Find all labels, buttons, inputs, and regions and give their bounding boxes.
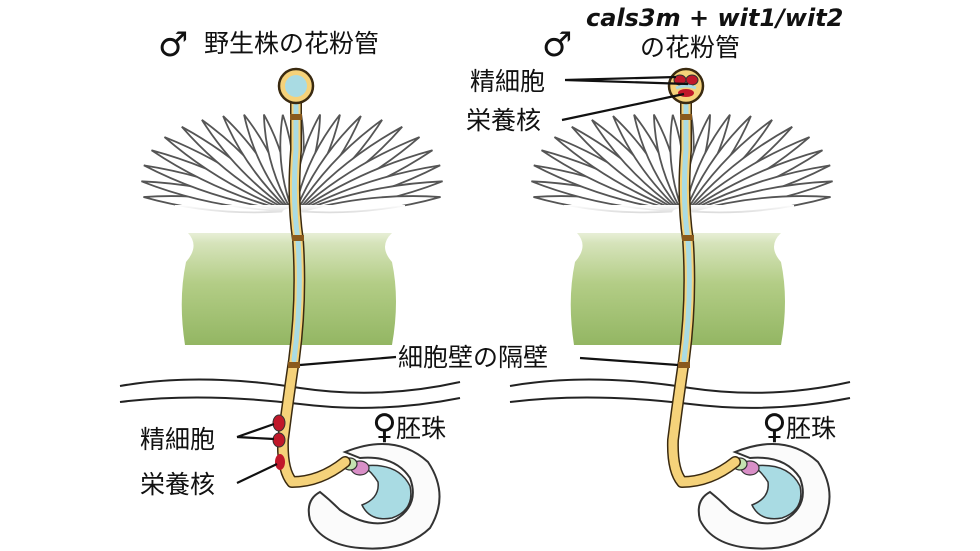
left-pollen-tube [272, 67, 351, 488]
right-vegetative-leader [561, 92, 685, 122]
left-septum [288, 362, 300, 368]
right-ovule [697, 443, 831, 550]
left-style-tissue [181, 233, 396, 345]
right-sperm-cell [685, 74, 699, 86]
left-vegetative-leader [236, 463, 278, 484]
left-ovule [307, 443, 441, 550]
left-sperm-cell [272, 432, 286, 448]
right-pollen-tube [666, 67, 741, 488]
right-sperm-leader [564, 75, 689, 86]
right-sperm-label: 精細胞 [470, 67, 545, 96]
right-tract-lines [509, 378, 851, 409]
left-sperm-cell [272, 414, 286, 432]
right-title-line2: の花粉管 [640, 33, 740, 62]
septum-leader-right [579, 356, 679, 367]
septum-label: 細胞壁の隔壁 [398, 343, 548, 372]
left-panel: ♂ 野生株の花粉管 精細胞 栄養核 ♀ 胚珠 [119, 25, 461, 550]
right-ovule-label: 胚珠 [786, 414, 836, 443]
right-stigma-papillae [531, 114, 833, 214]
septum-leader-left [299, 355, 397, 367]
left-male-symbol: ♂ [158, 25, 188, 65]
left-vegetative-label: 栄養核 [140, 470, 215, 499]
right-vegetative-label: 栄養核 [466, 106, 541, 135]
right-septum [682, 235, 694, 241]
left-sperm-leader [236, 422, 275, 441]
right-septum [678, 362, 690, 368]
left-vegetative-nucleus [275, 454, 285, 470]
right-title-line1: cals3m + wit1/wit2 [586, 4, 843, 32]
right-ovule-symbol: ♀ [762, 407, 787, 447]
left-sperm-label: 精細胞 [140, 425, 215, 454]
right-panel: ♂ cals3m + wit1/wit2 の花粉管 精細胞 栄養核 ♀ 胚珠 [466, 4, 851, 550]
right-style-tissue [570, 233, 785, 345]
left-ovule-symbol: ♀ [372, 407, 397, 447]
left-title: 野生株の花粉管 [204, 29, 379, 58]
left-ovule-label: 胚珠 [396, 414, 446, 443]
left-tract-lines [119, 378, 461, 409]
left-septum [290, 114, 302, 120]
left-septum [292, 235, 304, 241]
right-septum [680, 114, 692, 120]
right-male-symbol: ♂ [542, 25, 572, 65]
